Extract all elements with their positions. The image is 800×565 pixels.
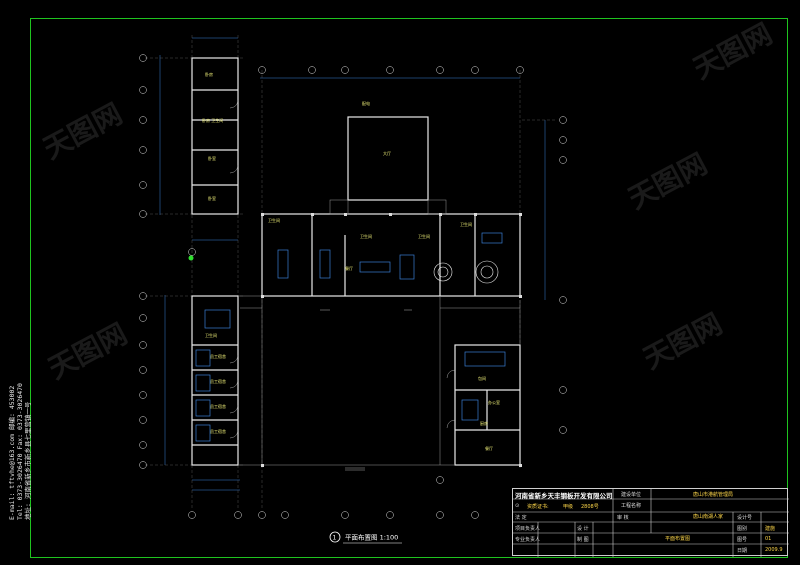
marker-dot [188,255,194,261]
room-label: 卫生间 [360,233,372,239]
furniture [195,232,506,442]
axis-grid [145,35,555,510]
company-name: 河南省新乡天丰钢板开发有限公司 [515,492,613,500]
sheet-value: 01 [765,536,772,542]
room-label: 卫生间 [268,217,280,223]
room-label: 员工宿舍 [210,378,226,384]
columns [261,213,522,467]
build-unit-label: 建设单位 [621,492,642,498]
cert-label: 资质证书: [527,504,549,510]
logo-icon: ⊙ [515,503,520,509]
design-label: 设 计 [577,526,589,532]
build-unit: 唐山市港航管理局 [693,492,734,498]
legal-label: 法 定 [515,515,527,521]
room-label: 卧室 [208,195,216,201]
room-label: 餐厅 [345,265,353,271]
room-label: 厨房 [480,420,488,426]
plan-number: 1 [333,535,337,542]
drawing-frame [30,18,788,558]
room-label: 卫生间 [418,233,430,239]
specialty-label: 专业负责人 [515,537,541,543]
date-value: 2009.9 [765,547,783,553]
cert-number: 2808号 [581,504,599,510]
project-label: 工程名称 [621,503,642,509]
title-block: 河南省新乡天丰钢板开发有限公司 ⊙ 资质证书: 甲级 2808号 建设单位 唐山… [512,488,789,557]
room-label: 包间 [478,375,486,381]
category-label: 图别 [737,526,748,532]
room-label: 卫生间 [205,332,217,338]
sheet-label: 图号 [737,537,748,543]
title-block-grid [513,489,789,557]
drawing-label: 制 图 [577,537,589,543]
room-label: 餐厅 [485,445,493,451]
doors [229,99,456,439]
room-label: 卫生间 [460,221,472,227]
drawing-name: 平面布置图 [665,536,691,542]
room-label: 配电 [362,100,370,106]
walls [191,57,521,466]
category-value: 建施 [765,526,776,532]
room-label: 卧室 [208,155,216,161]
checker-label: 审 核 [617,515,629,521]
round-tables [433,260,499,284]
design-no-label: 设计号 [737,515,753,521]
project-name: 唐山南湖人家 [693,514,724,520]
room-label: 员工宿舍 [210,353,226,359]
cert-grade: 甲级 [563,504,574,510]
dimension-lines [159,37,546,491]
project-lead-label: 项目负责人 [515,526,541,532]
entrance-steps [320,309,412,471]
room-label: 员工宿舍 [210,428,226,434]
room-label: 员工宿舍 [210,403,226,409]
plan-title: 平面布置图 1:100 [345,533,398,542]
inner-walls [238,199,521,466]
room-label: 卧房 卫生间 [202,117,223,123]
axis-bubbles [139,54,567,519]
plan-number-bubble [329,531,341,543]
date-label: 日期 [737,548,748,554]
room-label: 卧房 [205,71,213,77]
room-label: 大厅 [383,150,391,156]
room-label: 办公室 [488,399,500,405]
